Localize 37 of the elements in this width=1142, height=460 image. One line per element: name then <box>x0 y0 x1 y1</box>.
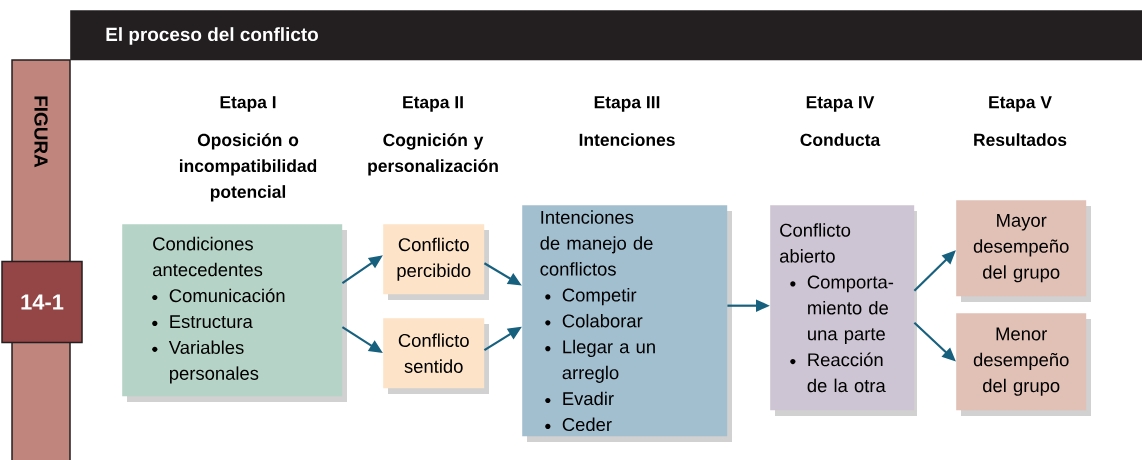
box-text: Intenciones de manejo de conflictos <box>540 210 653 276</box>
list-item: Estructura <box>170 315 253 329</box>
stage-heading: Etapa II <box>403 96 463 112</box>
stage-heading: Etapa V <box>989 96 1052 112</box>
stage-title: Intenciones <box>579 133 675 146</box>
process-box <box>770 205 917 416</box>
box-text: Menor desempeño del grupo <box>973 327 1069 396</box>
stage-title: Oposición o incompatibilidad potencial <box>179 133 317 202</box>
process-box <box>956 313 1091 416</box>
figure-label: FIGURA <box>34 96 48 168</box>
process-box <box>956 200 1091 302</box>
box-text: Mayor desempeño del grupo <box>973 214 1069 283</box>
stage-title: Conducta <box>800 133 881 146</box>
process-box <box>522 205 732 442</box>
box-text: Conflicto percibido <box>397 237 471 281</box>
list-item: Evadir <box>563 391 614 406</box>
box-text: Condiciones antecedentes <box>153 236 263 277</box>
stage-title: Resultados <box>974 133 1067 146</box>
figure-number: 14-1 <box>1 260 83 344</box>
process-box <box>122 224 347 402</box>
box-text: Conflicto abierto <box>780 223 851 263</box>
list-item: Variables personales <box>168 340 259 384</box>
list-item: Colaborar <box>562 313 643 328</box>
list-item: Ceder <box>562 417 612 432</box>
process-box <box>383 318 489 394</box>
process-box <box>383 224 489 300</box>
stage-heading: Etapa I <box>220 96 276 112</box>
box-text: Conflicto sentido <box>398 333 469 373</box>
list-item: Llegar a un arreglo <box>562 339 655 383</box>
stage-heading: Etapa III <box>594 96 660 112</box>
stage-heading: Etapa IV <box>806 96 875 112</box>
list-item: Comporta-miento de una parte <box>807 275 894 344</box>
list-item: Competir <box>562 288 637 306</box>
list-item: Reacción de la otra <box>807 352 886 393</box>
title-bar: El proceso del conflicto <box>70 10 1142 61</box>
stage-title: Cognición y personalización <box>368 133 498 176</box>
list-item: Comunicación <box>169 288 285 303</box>
